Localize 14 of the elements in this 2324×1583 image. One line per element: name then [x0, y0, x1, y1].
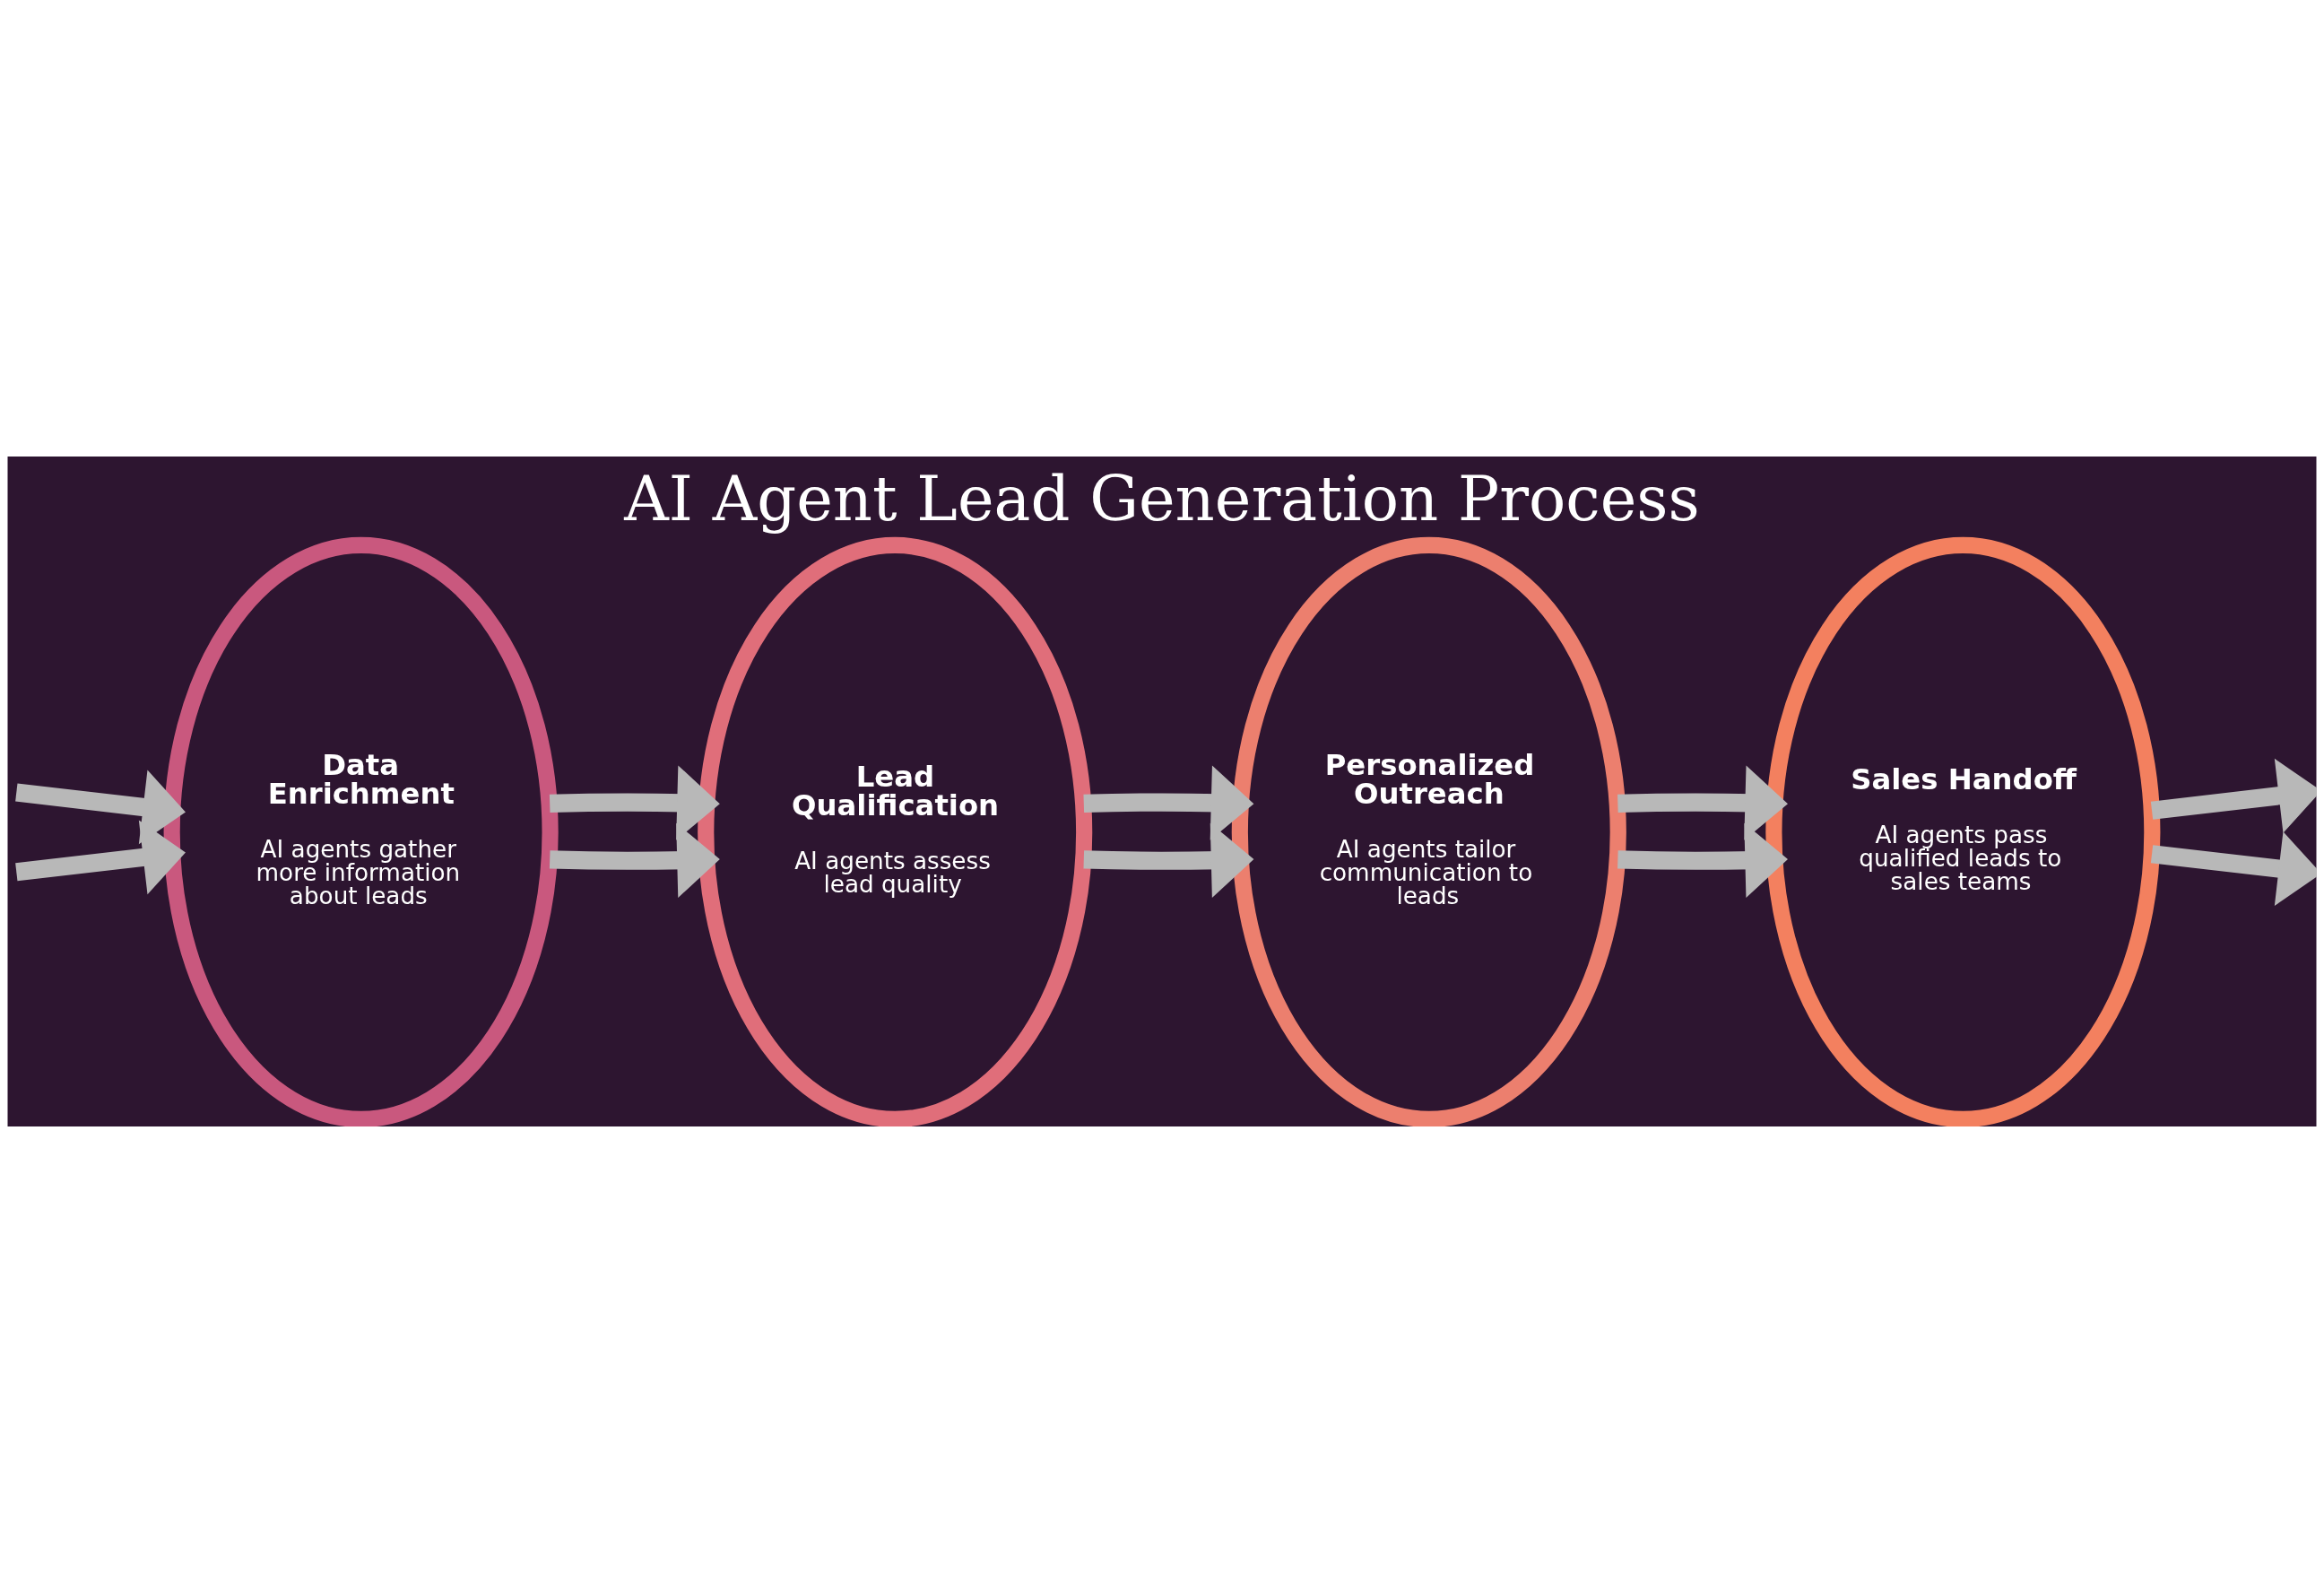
arrow — [15, 770, 186, 845]
arrow — [2150, 831, 2317, 906]
diagram-title: AI Agent Lead Generation Process — [624, 463, 1700, 535]
arrow — [15, 820, 186, 895]
arrow — [1617, 765, 1788, 840]
arrow — [1083, 765, 1254, 840]
arrow — [549, 765, 720, 840]
node-ellipse: Personalized Outreach AI agents tailor communication to leads — [1231, 536, 1626, 1126]
node-ellipse: Sales Handoff AI agents pass qualified leads to sales teams — [1765, 536, 2161, 1126]
arrow — [2150, 758, 2317, 833]
arrow — [1617, 822, 1788, 898]
arrow — [549, 822, 720, 898]
node-ellipse: Data Enrichment AI agents gather more information about leads — [163, 536, 559, 1126]
node-ellipse: Lead Qualification AI agents assess lead quality — [698, 536, 1093, 1126]
